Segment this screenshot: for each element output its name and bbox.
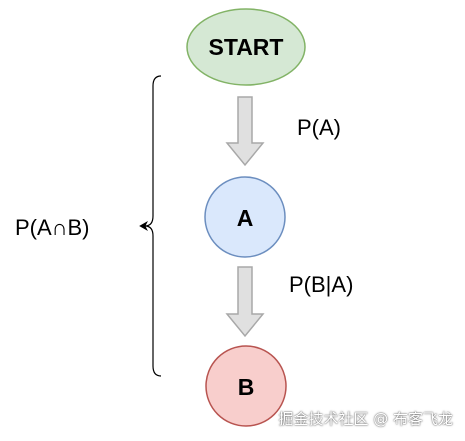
node-b: B [205,345,287,427]
brace-arrowhead [139,220,148,232]
node-a-shape [204,176,286,258]
node-a-label: A [237,205,254,231]
watermark: 掘金技术社区 @ 布客飞龙 [278,410,453,428]
node-b-shape [205,345,287,427]
node-start-shape [186,8,306,86]
edge-label-p-a: P(A) [297,115,341,140]
arrow-start-to-a [225,96,265,167]
node-a: A [204,176,286,258]
node-start: START [186,8,306,86]
left-curly-brace [144,75,162,377]
node-start-label: START [209,34,284,60]
node-b-label: B [238,374,255,400]
edge-label-p-b-given-a: P(B|A) [289,272,353,297]
arrow-a-to-b [225,266,265,338]
brace-label-p-a-and-b: P(A∩B) [15,215,90,240]
